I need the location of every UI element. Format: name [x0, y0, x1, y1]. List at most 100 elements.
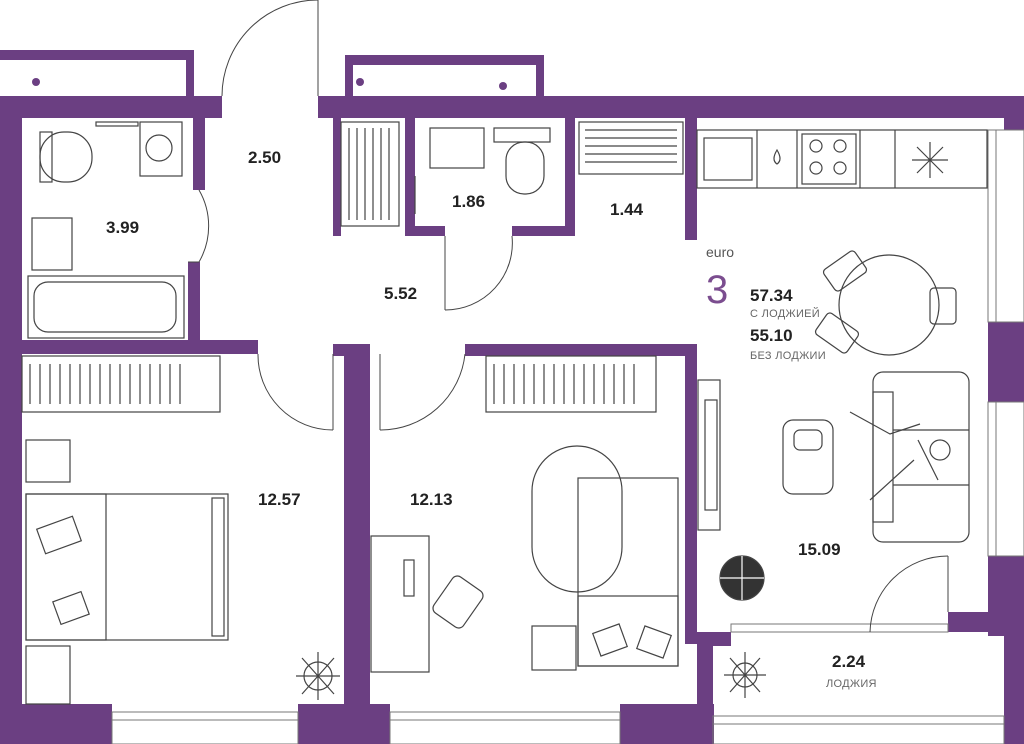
- bedroom-mid-furniture: [370, 445, 766, 698]
- area-closet: 1.44: [610, 200, 644, 219]
- window-right-lower: [987, 401, 1024, 557]
- area-without-loggia: 55.10: [750, 326, 793, 345]
- wall-bath-right: [193, 118, 205, 190]
- wc-door: [444, 235, 513, 311]
- bathroom-fixtures: [27, 121, 185, 339]
- window-bottom-left: [111, 711, 299, 744]
- entrance-door: [221, 0, 319, 97]
- pillow-4: [635, 625, 673, 659]
- wall-top-mid-stub: [345, 55, 543, 65]
- area-with-loggia: 57.34: [750, 286, 793, 305]
- washing-machine: [139, 121, 183, 177]
- wall-wc-bottom-r: [512, 226, 574, 236]
- sofa: [872, 371, 970, 543]
- doors: [188, 0, 949, 633]
- apartment-type-prefix: euro: [706, 244, 735, 260]
- radiator-bedroom-left: [21, 355, 221, 413]
- wall-bath-right-lower: [188, 262, 200, 348]
- windows: [111, 129, 1024, 744]
- rug: [531, 445, 623, 593]
- wall-wc-right: [565, 118, 575, 236]
- apartment-room-count: 3: [706, 268, 729, 312]
- pillow-3: [591, 623, 629, 657]
- area-entrance: 2.50: [248, 148, 282, 167]
- desk: [370, 535, 430, 673]
- radiator-bedroom-mid: [485, 355, 657, 413]
- window-loggia-bottom: [712, 715, 1005, 744]
- wall-bedroom-divider: [344, 344, 370, 744]
- area-bedroom-left: 12.57: [258, 490, 301, 509]
- kitchen: [696, 129, 988, 189]
- wall-right-top: [1004, 96, 1024, 130]
- plant-icon: [724, 652, 766, 698]
- walls: [0, 50, 1024, 744]
- plant-icon: [296, 652, 340, 700]
- wall-bedroom-top-right: [465, 344, 697, 356]
- window-loggia: [730, 623, 949, 633]
- snowflake-icon: [912, 142, 948, 178]
- window-right-upper: [987, 129, 1024, 323]
- wall-right-bottom: [988, 556, 1024, 636]
- stub-small-left: [186, 50, 194, 96]
- office-chair: [432, 575, 484, 629]
- wall-hall-right: [333, 118, 341, 236]
- stove: [801, 133, 857, 185]
- wall-left: [0, 96, 22, 744]
- pillow-2: [52, 590, 90, 626]
- label-with-loggia: С ЛОДЖИЕЙ: [750, 308, 820, 320]
- window-bottom-mid: [389, 711, 621, 744]
- stub-small-mid: [345, 55, 353, 96]
- bath-sink: [31, 217, 73, 271]
- radiators: [21, 121, 684, 413]
- loggia-door: [869, 555, 949, 633]
- area-loggia: 2.24: [832, 652, 866, 671]
- toilet-bath: [39, 131, 93, 183]
- label-loggia: ЛОДЖИЯ: [826, 678, 877, 690]
- nightstand-mid: [531, 625, 577, 671]
- radiator-hall: [340, 121, 400, 227]
- label-without-loggia: БЕЗ ЛОДЖИИ: [750, 350, 826, 362]
- nightstand-top: [25, 439, 71, 483]
- wall-wc-bottom-l: [405, 226, 445, 236]
- wall-bottom-left: [0, 704, 112, 744]
- wc-toilet: [505, 141, 545, 195]
- wall-loggia-right: [1004, 632, 1024, 744]
- kitchen-sink: [703, 137, 753, 181]
- bath-door: [198, 189, 210, 263]
- kitchen-counter: [696, 129, 988, 189]
- bed-mid: [577, 477, 679, 667]
- area-living-kitchen: 15.09: [798, 540, 841, 559]
- radiator-closet: [578, 121, 684, 175]
- tv-stand: [697, 379, 721, 531]
- living-furniture: [697, 371, 970, 543]
- dining-set: [814, 250, 957, 356]
- wall-closet-right: [685, 118, 697, 240]
- wall-loggia-left: [697, 632, 713, 744]
- chair-1: [822, 250, 868, 292]
- wall-right-mid: [988, 322, 1024, 402]
- column-dot-left: [32, 78, 40, 86]
- area-bedroom-middle: 12.13: [410, 490, 453, 509]
- wall-bath-bottom: [22, 340, 258, 354]
- dining-table: [838, 254, 940, 356]
- nightstand-bottom: [25, 645, 71, 705]
- area-bathroom: 3.99: [106, 218, 140, 237]
- chair-3: [929, 287, 957, 325]
- wall-top-left: [0, 96, 222, 118]
- wall-wc-top: [405, 118, 415, 234]
- person-figure: [849, 411, 939, 501]
- bathtub: [27, 275, 185, 339]
- wall-top-left-stub: [0, 50, 192, 60]
- area-hall: 5.52: [384, 284, 418, 303]
- bedroom-left-furniture: [25, 439, 340, 705]
- wall-bedroom2-right: [685, 344, 697, 644]
- column-dot-right: [499, 82, 507, 90]
- pillow-1: [35, 515, 83, 555]
- bed-left: [25, 493, 229, 641]
- wc-toilet-tank: [493, 127, 551, 143]
- chair-2: [814, 312, 860, 354]
- wc-fixtures: [429, 127, 551, 195]
- bedroom-left-door: [257, 353, 334, 431]
- wc-sink: [429, 127, 485, 169]
